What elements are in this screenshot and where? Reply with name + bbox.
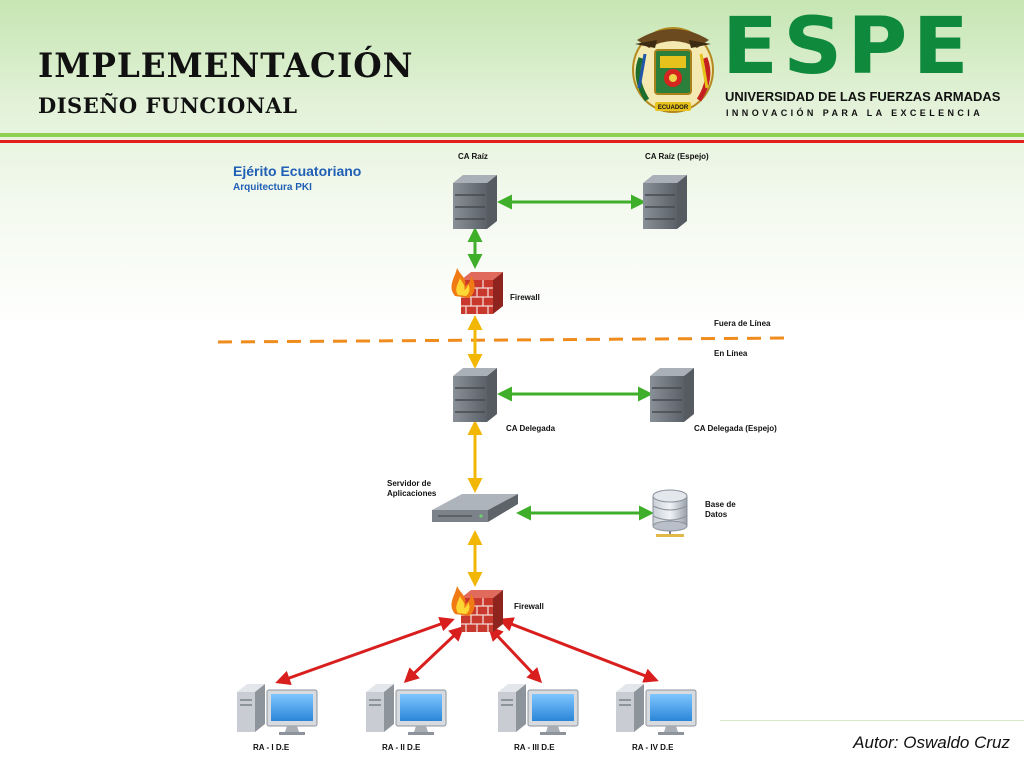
link-firewall-ra-1	[275, 616, 455, 686]
app-server-node	[432, 494, 518, 522]
workstation-ra-3	[498, 684, 579, 735]
header-red-rule	[0, 140, 1024, 143]
zone-online-label: En Línea	[714, 349, 748, 358]
firewall-icon	[451, 586, 503, 632]
ca-root-node	[453, 175, 497, 229]
zone-offline-label: Fuera de Línea	[714, 319, 771, 328]
seal-text: ECUADOR	[658, 105, 689, 111]
workstation-ra-1	[237, 684, 318, 735]
computer-icon	[616, 684, 697, 735]
server-icon	[650, 368, 694, 422]
header-green-rule	[0, 133, 1024, 137]
brand-tagline: INNOVACIÓN PARA LA EXCELENCIA	[726, 108, 984, 118]
ca-delegated-label: CA Delegada	[506, 424, 556, 433]
database-label-2: Datos	[705, 510, 728, 519]
slide-subtitle: DISEÑO FUNCIONAL	[38, 93, 298, 118]
database-node	[652, 489, 688, 537]
firewall-top-label: Firewall	[510, 293, 540, 302]
computer-icon	[498, 684, 579, 735]
university-seal-icon: ECUADOR	[627, 18, 719, 118]
workstation-ra-2-label: RA - II D.E	[382, 743, 421, 752]
footer-rule	[720, 720, 1024, 721]
link-firewall-ra-2	[403, 625, 465, 684]
link-firewall-ra-4	[498, 617, 659, 683]
ca-root-mirror-label: CA Raíz (Espejo)	[645, 152, 709, 161]
database-icon	[652, 489, 688, 537]
zone-divider-line	[217, 336, 793, 344]
firewall-icon	[451, 268, 503, 314]
ca-delegated-mirror-label: CA Delegada (Espejo)	[694, 424, 777, 433]
slide-title: IMPLEMENTACIÓN	[38, 46, 414, 86]
server-icon	[643, 175, 687, 229]
server-icon	[453, 175, 497, 229]
link-firewall-ra-3	[487, 625, 543, 684]
workstation-ra-1-label: RA - I D.E	[253, 743, 290, 752]
firewall-bottom-label: Firewall	[514, 602, 544, 611]
ca-delegated-node	[453, 368, 497, 422]
database-label-1: Base de	[705, 500, 736, 509]
diagram-heading: Ejérito Ecuatoriano	[233, 163, 361, 179]
workstation-ra-2	[366, 684, 447, 735]
workstation-ra-4-label: RA - IV D.E	[632, 743, 674, 752]
app-server-label-2: Aplicaciones	[387, 489, 437, 498]
network-appliance-icon	[432, 494, 518, 522]
computer-icon	[237, 684, 318, 735]
diagram-subheading: Arquitectura PKI	[233, 182, 312, 193]
firewall-top-node	[451, 268, 503, 314]
brand-university: UNIVERSIDAD DE LAS FUERZAS ARMADAS	[725, 89, 1001, 104]
workstation-ra-3-label: RA - III D.E	[514, 743, 555, 752]
workstation-ra-4	[616, 684, 697, 735]
app-server-label-1: Servidor de	[387, 479, 432, 488]
firewall-bottom-node	[451, 586, 503, 632]
server-icon	[453, 368, 497, 422]
espe-logo: ESPE UNIVERSIDAD DE LAS FUERZAS ARMADAS …	[722, 8, 1002, 122]
brand-name: ESPE	[722, 2, 974, 92]
ca-root-mirror-node	[643, 175, 687, 229]
ca-root-label: CA Raíz	[458, 152, 488, 161]
ca-delegated-mirror-node	[650, 368, 694, 422]
author-credit: Autor: Oswaldo Cruz	[853, 733, 1010, 752]
computer-icon	[366, 684, 447, 735]
